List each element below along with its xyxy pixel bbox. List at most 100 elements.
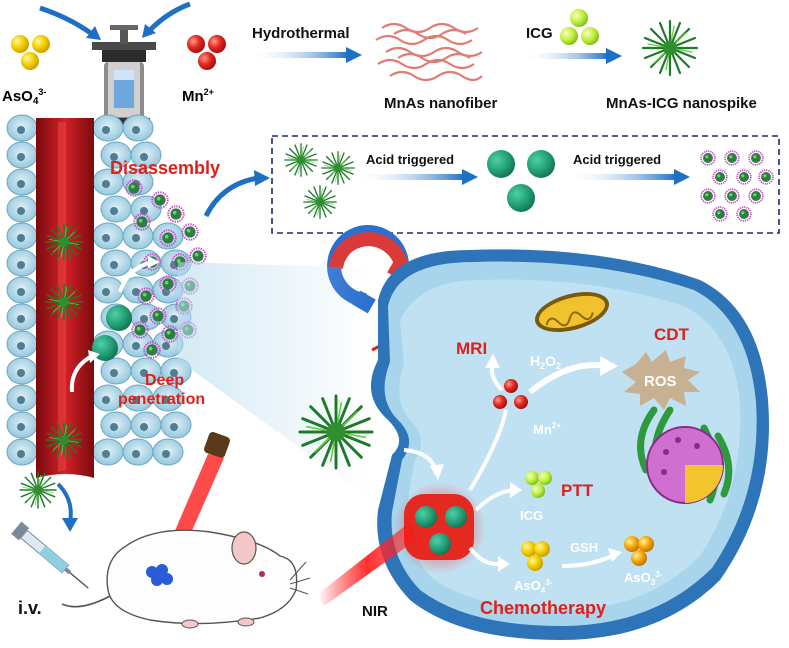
cell-nucleus — [17, 153, 25, 161]
icg-balls-top — [560, 9, 599, 45]
cell-nucleus — [140, 423, 148, 431]
nanospike-entering — [298, 394, 374, 470]
autoclave-icon — [92, 25, 156, 124]
white-arrow-up — [69, 354, 94, 393]
icg-arrowhead — [606, 48, 622, 64]
nanospike-top — [641, 19, 699, 77]
acid-triggered-2: Acid triggered — [573, 152, 661, 167]
cell-nucleus — [170, 369, 178, 377]
cell-nucleus — [170, 423, 178, 431]
top-section: AsO43- Mn2+ Hydrothermal MnAs nanofiber … — [2, 1, 757, 124]
small-nanoparticle — [724, 188, 740, 204]
white-arrow-gsh — [561, 554, 613, 568]
cell-nucleus — [102, 396, 110, 404]
deep-label: Deep — [145, 372, 184, 389]
cell-nucleus — [102, 288, 110, 296]
small-nanoparticle — [700, 150, 716, 166]
small-nanoparticle — [131, 321, 149, 339]
nanospike-vessel-2 — [45, 283, 83, 321]
cell-nucleus — [162, 342, 170, 350]
white-arrowhead-entry — [430, 464, 444, 480]
white-arrowhead-mri — [485, 354, 500, 368]
zoom-cone — [178, 262, 372, 500]
small-nanoparticle — [700, 188, 716, 204]
acid-arrowhead-1 — [462, 169, 478, 185]
small-nanoparticle — [712, 169, 728, 185]
cell-nucleus — [162, 288, 170, 296]
small-nanoparticle — [125, 179, 143, 197]
small-nanoparticle — [149, 307, 167, 325]
penetration-label: penetration — [118, 391, 205, 408]
particle-vessel-2 — [106, 305, 132, 331]
nanofiber-label: MnAs nanofiber — [384, 95, 497, 112]
white-arrow-cdt — [528, 362, 607, 395]
chemotherapy-label: Chemotherapy — [480, 598, 606, 618]
nir-beam — [318, 522, 416, 606]
syringe-icon — [11, 521, 89, 589]
particle-box-3 — [507, 184, 535, 212]
arrow-to-mechanism-head — [254, 170, 270, 186]
white-arrowhead-chemo — [498, 556, 510, 572]
cell-nucleus — [132, 396, 140, 404]
icg-balls-cell — [525, 471, 552, 498]
mouse-paws — [181, 617, 255, 629]
small-nanoparticle — [724, 150, 740, 166]
arrowhead-left — [86, 26, 101, 40]
white-arrow-chemo — [468, 546, 501, 567]
mechanism-box: Acid triggered Acid triggered — [271, 135, 780, 234]
small-nanoparticle — [748, 150, 764, 166]
cell-nucleus — [17, 180, 25, 188]
cell-nucleus — [140, 207, 148, 215]
aso4-label: AsO43- — [514, 578, 553, 595]
nanospike-vessel-3 — [45, 421, 83, 459]
curved-arrow-left — [39, 5, 94, 37]
cell-nucleus — [17, 234, 25, 242]
h2o2-label: H2O2 — [530, 353, 561, 371]
tumor-cluster — [146, 564, 173, 586]
cell-nucleus — [170, 315, 178, 323]
iv-label: i.v. — [18, 598, 42, 618]
curved-arrow-syringe — [56, 482, 73, 523]
small-nanoparticle — [712, 206, 728, 222]
aso3-balls — [624, 536, 654, 566]
cell-nucleus — [140, 369, 148, 377]
arrowhead-right — [142, 24, 156, 38]
small-nanoparticle — [159, 229, 177, 247]
mouse-eye — [259, 571, 265, 577]
manganese-label: Mn2+ — [182, 87, 214, 105]
small-nanoparticle — [181, 223, 199, 241]
acid-triggered-1: Acid triggered — [366, 152, 454, 167]
aso3-label: AsO33- — [624, 570, 663, 587]
cell-nucleus — [162, 396, 170, 404]
cell-nucleus — [17, 288, 25, 296]
icg-top-label: ICG — [526, 25, 553, 42]
cell-nucleus — [102, 180, 110, 188]
mouse-tail — [61, 595, 111, 608]
particle-box-1 — [487, 150, 515, 178]
cell-nucleus — [162, 450, 170, 458]
nanospike-box-1 — [284, 143, 318, 177]
small-nanoparticle — [167, 205, 185, 223]
cell-nucleus — [17, 450, 25, 458]
cell-nucleus — [110, 423, 118, 431]
cell-nucleus — [102, 450, 110, 458]
small-nanoparticle — [143, 341, 161, 359]
golgi-and-nucleus-icon — [637, 406, 733, 504]
tissue-cells — [6, 114, 192, 466]
small-nanoparticle — [736, 169, 752, 185]
particle-box-2 — [527, 150, 555, 178]
gsh-label: GSH — [570, 540, 598, 555]
disassembly-label: Disassembly — [110, 158, 220, 178]
cell-nucleus — [17, 207, 25, 215]
ptt-label: PTT — [561, 481, 594, 500]
mouse-section: i.v. — [11, 432, 311, 629]
small-nanoparticle — [151, 191, 169, 209]
icg-arrow — [524, 53, 608, 59]
mn-label: Mn2+ — [533, 421, 561, 437]
cdt-label: CDT — [654, 325, 690, 344]
cell-nucleus — [132, 234, 140, 242]
arrow-to-mechanism — [203, 175, 259, 218]
aso4-balls — [521, 541, 550, 571]
cell-nucleus — [102, 126, 110, 134]
